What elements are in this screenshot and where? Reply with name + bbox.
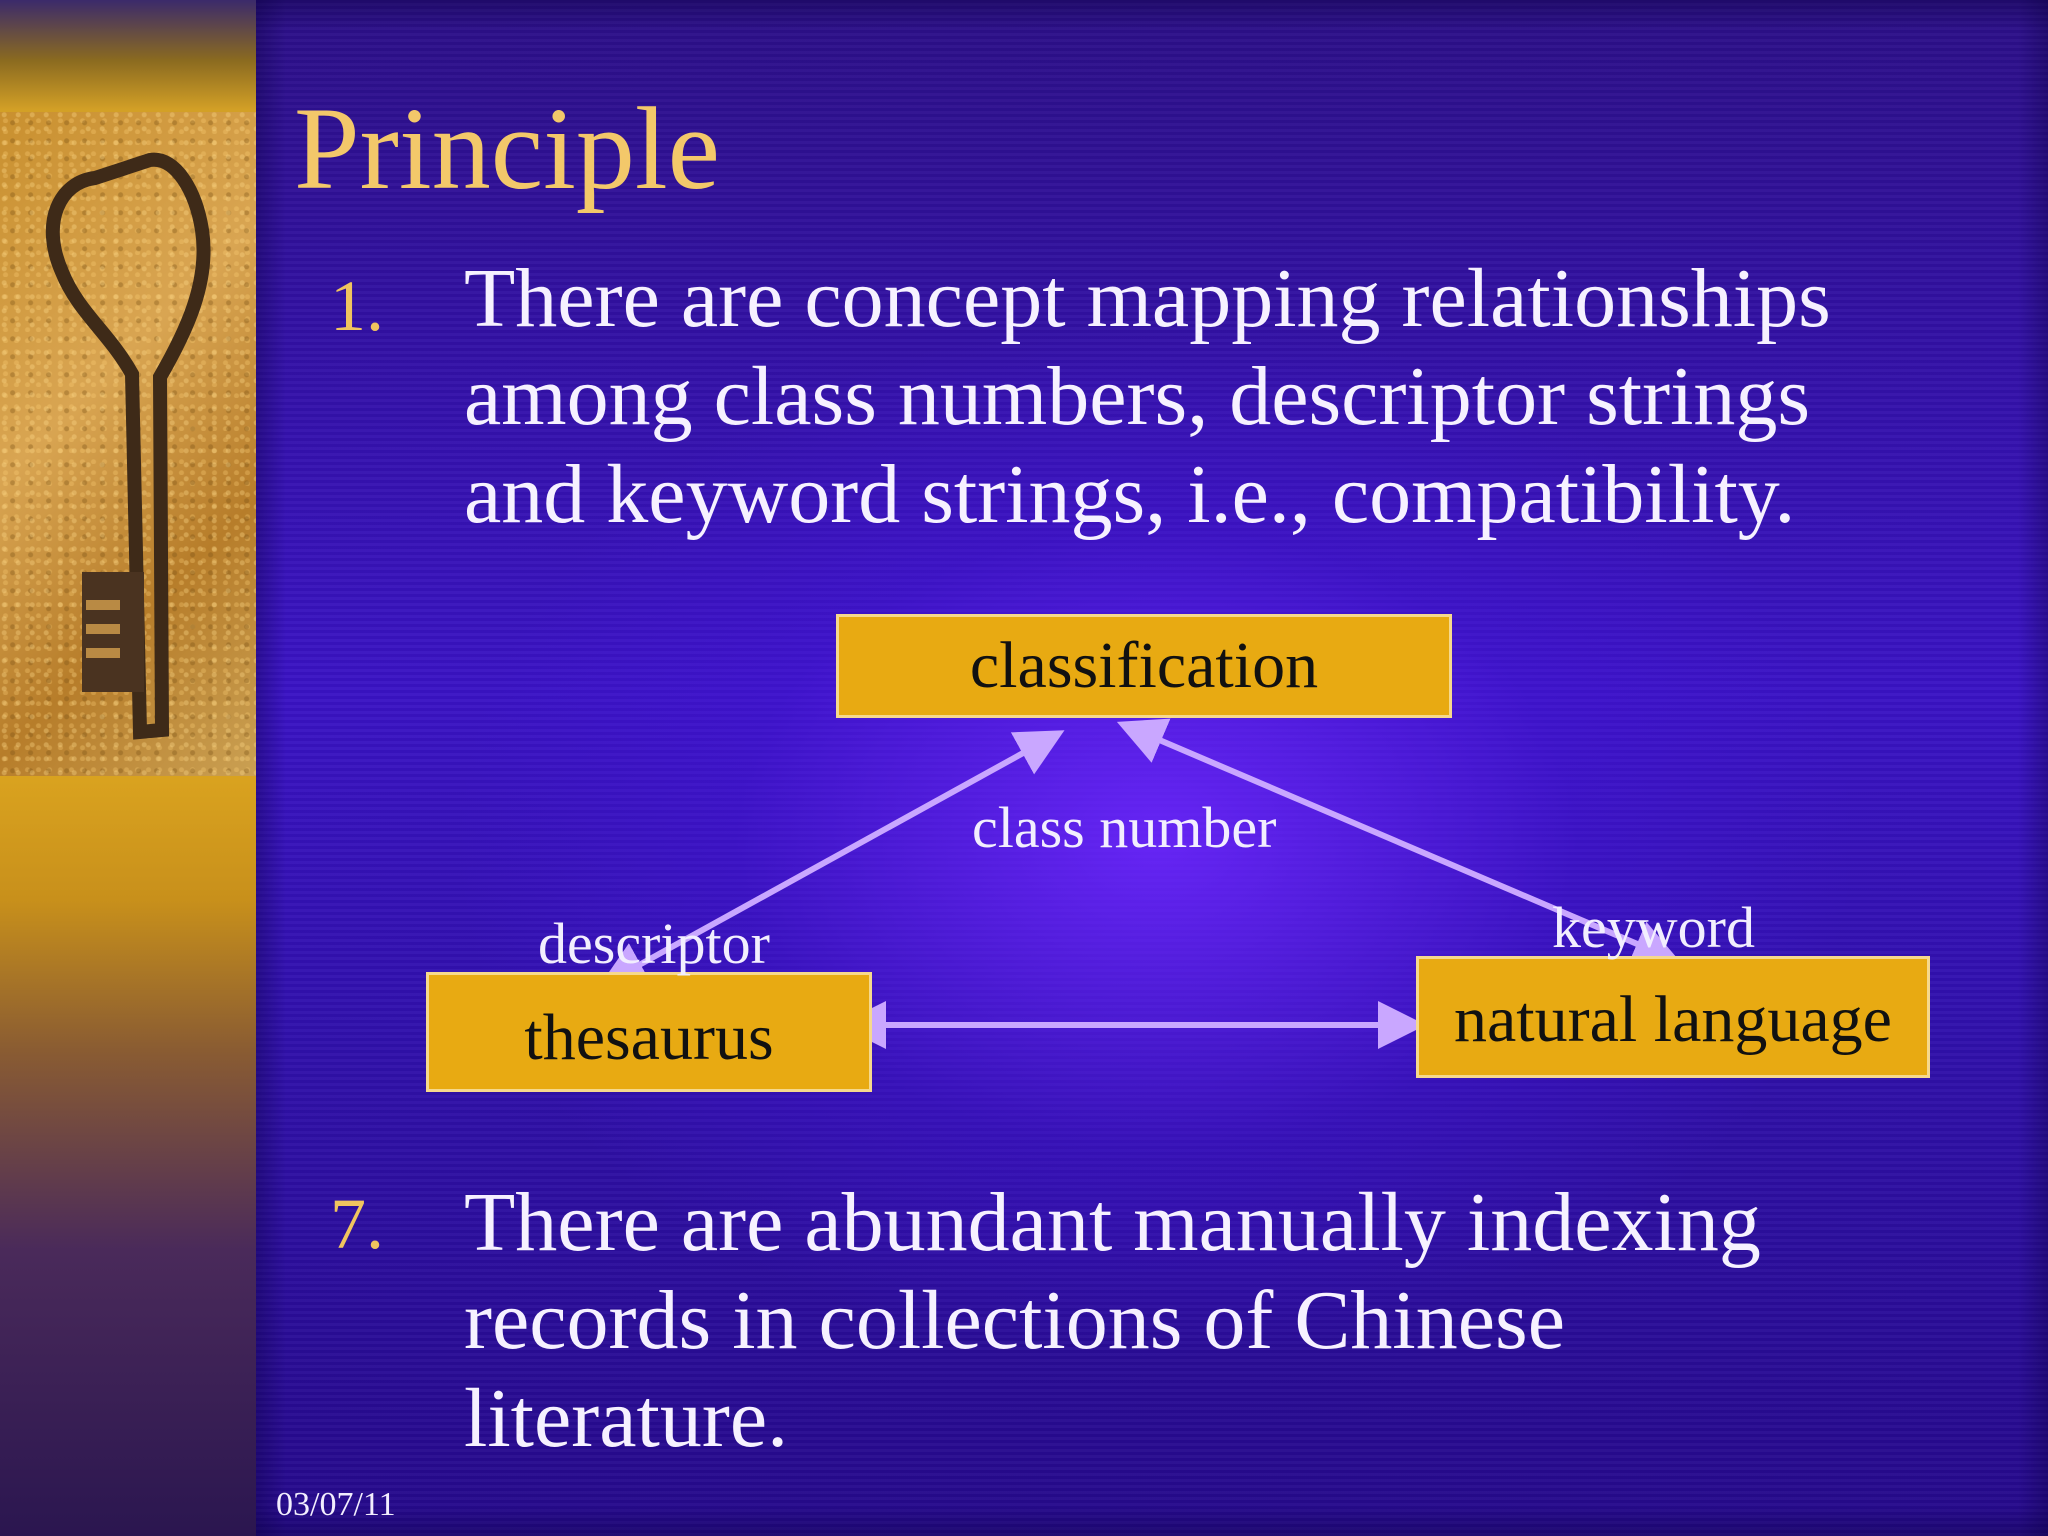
key-icon [45,152,211,740]
edge-label-descriptor: descriptor [538,911,770,976]
node-thesaurus: thesaurus [426,972,872,1092]
bullet-line: records in collections of Chinese [464,1274,1566,1367]
side-decoration-strip [0,0,256,1536]
edge-label-class-number: class number [972,795,1277,860]
bullet-line: literature. [464,1372,789,1465]
node-classification: classification [836,614,1452,718]
bullet-line: There are abundant manually indexing [464,1176,1761,1269]
bullet-line: and keyword strings, i.e., compatibility… [464,448,1796,541]
node-natural-language: natural language [1416,956,1930,1078]
bullet-text: There are abundant manually indexing rec… [464,1174,2004,1468]
key-photo [0,112,256,776]
edge-label-keyword: keyword [1552,895,1755,960]
footer-date: 03/07/11 [276,1486,396,1523]
bullet-text: There are concept mapping relationships … [464,250,2004,544]
bullet-line: among class numbers, descriptor strings [464,350,1811,443]
bullet-number: 1. [330,266,384,346]
bullet-number: 7. [330,1184,384,1264]
slide-title: Principle [294,83,721,214]
bullet-line: There are concept mapping relationships [464,252,1831,345]
